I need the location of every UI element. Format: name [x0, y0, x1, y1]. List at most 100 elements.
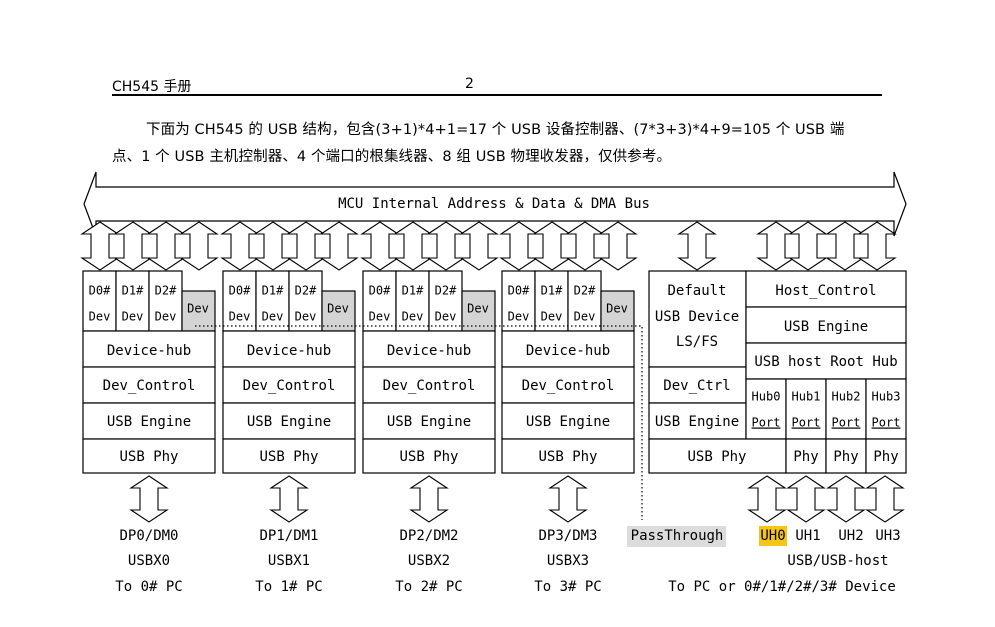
hub-port-box [865, 378, 907, 440]
endpoint-label-d1: D1# [541, 284, 563, 298]
device-hub-box [82, 330, 216, 368]
usb-phy-label: USB Phy [259, 449, 318, 465]
bus-connector-arrow [598, 221, 638, 271]
hub-port-name: Hub1 [792, 390, 821, 404]
dev-control-label: Dev_Control [383, 378, 476, 394]
endpoint-label-d2: D2# [155, 284, 177, 298]
uh-port-label: UH3 [875, 528, 900, 544]
usb-engine-label: USB Engine [526, 414, 610, 430]
shaded-dev-label: Dev [187, 302, 209, 316]
endpoint-label-d0: D0# [508, 284, 530, 298]
endpoint-label-d2: D2# [295, 284, 317, 298]
endpoint-dev-label: Dev [155, 310, 177, 324]
endpoint-cell-d1 [395, 270, 430, 332]
bus-connector-arrow [286, 221, 326, 271]
default-dev-ctrl-label: Dev_Ctrl [663, 378, 730, 394]
root-hub-box [745, 342, 907, 380]
intro-line-1: 下面为 CH545 的 USB 结构，包含(3+1)*4+1=17 个 USB … [146, 122, 845, 138]
uh-port-label: UH2 [838, 528, 863, 544]
uh-port-label: UH0 [760, 528, 785, 544]
endpoint-label-d0: D0# [229, 284, 251, 298]
bus-connector-arrow [80, 221, 120, 271]
port-label: USBX2 [408, 553, 450, 569]
phy-connector-arrow [129, 475, 169, 523]
hub-port-name: Hub3 [872, 390, 901, 404]
endpoint-label-d1: D1# [122, 284, 144, 298]
usb-engine-label: USB Engine [247, 414, 331, 430]
shaded-dev-label: Dev [467, 302, 489, 316]
endpoint-cell-d0 [362, 270, 397, 332]
host-usb-phy-label: USB Phy [687, 449, 746, 465]
default-device-line3: LS/FS [676, 334, 718, 350]
default-usb-engine-label: USB Engine [655, 414, 739, 430]
bus-connector-arrow [179, 221, 219, 271]
endpoint-dev-label: Dev [262, 310, 284, 324]
endpoint-dev-label: Dev [508, 310, 530, 324]
device-hub-box [362, 330, 496, 368]
hub-port-name: Hub0 [752, 390, 781, 404]
pin-label: DP0/DM0 [119, 528, 178, 544]
endpoint-dev-label: Dev [295, 310, 317, 324]
intro-paragraph: 下面为 CH545 的 USB 结构，包含(3+1)*4+1=17 个 USB … [112, 117, 882, 171]
bus-connector-arrow [146, 221, 186, 271]
default-device-box [648, 270, 747, 368]
shaded-dev-cell [181, 290, 216, 332]
bus-connector-arrow [459, 221, 499, 271]
default-dev-ctrl-box [648, 366, 747, 404]
dev-control-box [362, 366, 496, 404]
bus-connector-arrow [253, 221, 293, 271]
header-title: CH545 手册 [112, 79, 192, 95]
host-port-arrow [786, 475, 826, 523]
intro-line-2: 点、1 个 USB 主机控制器、4 个端口的根集线器、8 组 USB 物理收发器… [112, 149, 672, 165]
usb-engine-label: USB Engine [387, 414, 471, 430]
dev-control-box [82, 366, 216, 404]
usb-engine-label: USB Engine [107, 414, 191, 430]
host-port-arrow [826, 475, 866, 523]
target-label: To 0# PC [115, 579, 182, 595]
host-phy-label: Phy [833, 449, 858, 465]
endpoint-dev-label: Dev [402, 310, 424, 324]
target-label: To 1# PC [255, 579, 322, 595]
dev-control-label: Dev_Control [103, 378, 196, 394]
dev-control-box [501, 366, 635, 404]
port-label: USBX0 [128, 553, 170, 569]
device-hub-label: Device-hub [107, 343, 191, 359]
host-phy-label: Phy [793, 449, 818, 465]
host-bus-arrow [756, 221, 796, 271]
endpoint-cell-d1 [255, 270, 290, 332]
host-control-label: Host_Control [775, 283, 876, 299]
host-phy-box [865, 438, 907, 474]
endpoint-cell-d1 [534, 270, 569, 332]
endpoint-label-d0: D0# [89, 284, 111, 298]
bus-connector-arrow [426, 221, 466, 271]
page-number: 2 [465, 76, 474, 92]
host-bus-arrow [825, 221, 865, 271]
endpoint-dev-label: Dev [122, 310, 144, 324]
host-phy-box [785, 438, 827, 474]
port-label: USBX1 [268, 553, 310, 569]
bus-connector-arrow [499, 221, 539, 271]
host-target-label: To PC or 0#/1#/2#/3# Device [668, 579, 896, 595]
host-usb-engine-label: USB Engine [784, 319, 868, 335]
endpoint-dev-label: Dev [574, 310, 596, 324]
default-device-line2: USB Device [655, 309, 739, 325]
hub-port-box [825, 378, 867, 440]
usb-engine-box [82, 402, 216, 440]
host-port-group-label: USB/USB-host [787, 553, 888, 569]
default-device-line1: Default [667, 283, 726, 299]
phy-connector-arrow [409, 475, 449, 523]
host-port-arrow [747, 475, 787, 523]
hub-port-box [785, 378, 827, 440]
pin-label: DP3/DM3 [538, 528, 597, 544]
phy-connector-arrow [269, 475, 309, 523]
usb-engine-box [362, 402, 496, 440]
endpoint-label-d1: D1# [262, 284, 284, 298]
endpoint-dev-label: Dev [89, 310, 111, 324]
passthrough-dotted-line [195, 325, 643, 520]
bus-connector-arrow [113, 221, 153, 271]
pin-label: DP1/DM1 [259, 528, 318, 544]
uh0-highlight [759, 526, 787, 546]
device-hub-label: Device-hub [247, 343, 331, 359]
bus-connector-arrow [319, 221, 359, 271]
